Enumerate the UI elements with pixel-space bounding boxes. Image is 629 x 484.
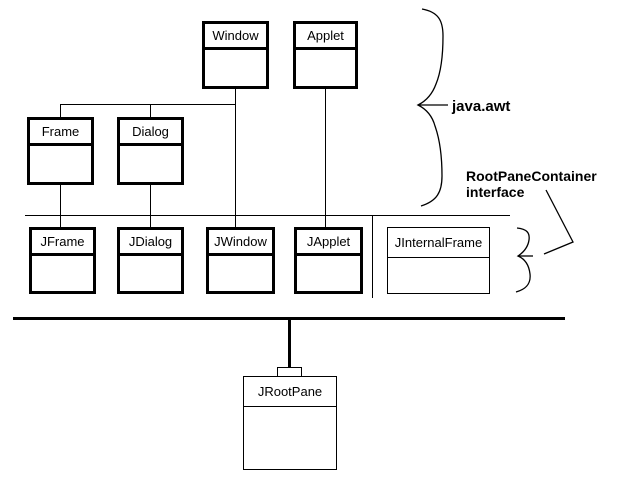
class-box-jinternalframe-title: JInternalFrame <box>388 228 489 258</box>
class-box-frame[interactable]: Frame <box>27 117 94 185</box>
class-box-dialog[interactable]: Dialog <box>117 117 184 185</box>
class-box-dialog-body <box>120 146 181 182</box>
class-box-window-body <box>205 50 266 86</box>
class-box-japplet-body <box>297 256 360 291</box>
connector-frame-drop <box>60 104 61 118</box>
class-box-window-title: Window <box>205 24 266 50</box>
class-box-japplet[interactable]: JApplet <box>294 227 363 294</box>
interface-label-name: RootPaneContainer <box>466 168 597 184</box>
class-box-jwindow-body <box>209 256 272 291</box>
connector-awt-crossbar <box>60 104 236 105</box>
connector-rule-to-jrootpane <box>288 318 291 369</box>
class-box-frame-title: Frame <box>30 120 91 146</box>
interface-leader-line <box>543 189 574 255</box>
rootpanecontainer-brace <box>515 227 533 293</box>
interface-label-kind: interface <box>466 184 525 200</box>
class-box-applet-body <box>296 50 355 86</box>
package-label-java-awt: java.awt <box>452 98 511 115</box>
class-box-applet-title: Applet <box>296 24 355 50</box>
class-box-jinternalframe[interactable]: JInternalFrame <box>387 227 490 294</box>
internal-frame-separator <box>372 215 373 298</box>
java-awt-brace <box>416 8 448 207</box>
class-box-jwindow[interactable]: JWindow <box>206 227 275 294</box>
class-box-jrootpane-title: JRootPane <box>244 377 336 407</box>
connector-dialog-drop <box>150 104 151 118</box>
class-box-jdialog-body <box>120 256 181 291</box>
connector-dialog-to-jdialog <box>150 185 151 227</box>
class-box-jframe-body <box>32 256 93 291</box>
connector-applet-to-japplet <box>325 89 326 227</box>
class-box-jframe-title: JFrame <box>32 230 93 256</box>
class-box-jframe[interactable]: JFrame <box>29 227 96 294</box>
connector-window-to-jwindow <box>235 89 236 227</box>
class-box-jdialog-title: JDialog <box>120 230 181 256</box>
jrootpane-notch <box>277 367 302 377</box>
connector-frame-to-jframe <box>60 185 61 227</box>
class-box-jrootpane[interactable]: JRootPane <box>243 376 337 470</box>
interface-label-rootpanecontainer: RootPaneContainer interface <box>466 168 597 200</box>
class-box-jwindow-title: JWindow <box>209 230 272 256</box>
class-box-window[interactable]: Window <box>202 21 269 89</box>
class-box-dialog-title: Dialog <box>120 120 181 146</box>
class-box-japplet-title: JApplet <box>297 230 360 256</box>
class-box-applet[interactable]: Applet <box>293 21 358 89</box>
class-box-jinternalframe-body <box>388 258 489 293</box>
class-box-jrootpane-body <box>244 407 336 469</box>
class-box-frame-body <box>30 146 91 182</box>
class-box-jdialog[interactable]: JDialog <box>117 227 184 294</box>
swing-tier-rule <box>25 215 510 216</box>
